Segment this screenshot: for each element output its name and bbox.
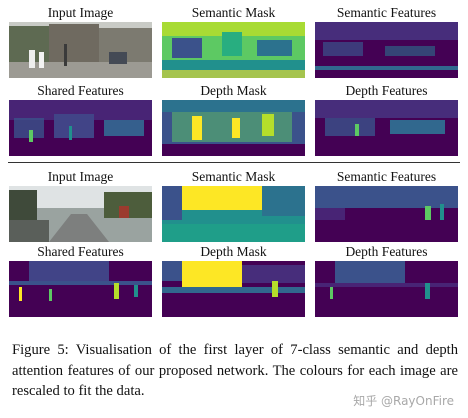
panel-depth-features-1: Depth Features (315, 82, 458, 156)
panel-label: Depth Mask (200, 244, 267, 259)
panel-depth-mask-2: Depth Mask (162, 243, 305, 317)
panel-depth-features-2: Depth Features (315, 243, 458, 317)
panel-label: Semantic Features (336, 5, 437, 20)
depth-mask-a (162, 100, 305, 156)
input-image-road (9, 186, 152, 242)
panel-shared-features-1: Shared Features (9, 82, 152, 156)
depth-mask-b (162, 261, 305, 317)
panel-label: Shared Features (37, 244, 124, 259)
panel-label: Shared Features (37, 83, 124, 98)
semantic-mask-a (162, 22, 305, 78)
watermark: 知乎 @RayOnFire (353, 394, 454, 408)
shared-features-a (9, 100, 152, 156)
semantic-features-b (315, 186, 458, 242)
panel-label: Semantic Features (336, 169, 437, 184)
panel-label: Semantic Mask (191, 5, 276, 20)
figure-caption: Figure 5: Visualisation of the first lay… (12, 342, 458, 399)
panel-label: Depth Mask (200, 83, 267, 98)
depth-features-b (315, 261, 458, 317)
panel-depth-mask-1: Depth Mask (162, 82, 305, 156)
row-divider (8, 162, 460, 163)
panel-semantic-features-1: Semantic Features (315, 4, 458, 78)
panel-semantic-mask-2: Semantic Mask (162, 168, 305, 242)
panel-semantic-mask-1: Semantic Mask (162, 4, 305, 78)
semantic-mask-b (162, 186, 305, 242)
depth-features-a (315, 100, 458, 156)
panel-label: Depth Features (345, 244, 428, 259)
panel-input-image-1: Input Image (9, 4, 152, 78)
panel-label: Input Image (47, 169, 114, 184)
shared-features-b (9, 261, 152, 317)
panel-label: Input Image (47, 5, 114, 20)
semantic-features-a (315, 22, 458, 78)
input-image-city (9, 22, 152, 78)
panel-label: Semantic Mask (191, 169, 276, 184)
panel-semantic-features-2: Semantic Features (315, 168, 458, 242)
panel-input-image-2: Input Image (9, 168, 152, 242)
panel-label: Depth Features (345, 83, 428, 98)
panel-shared-features-2: Shared Features (9, 243, 152, 317)
